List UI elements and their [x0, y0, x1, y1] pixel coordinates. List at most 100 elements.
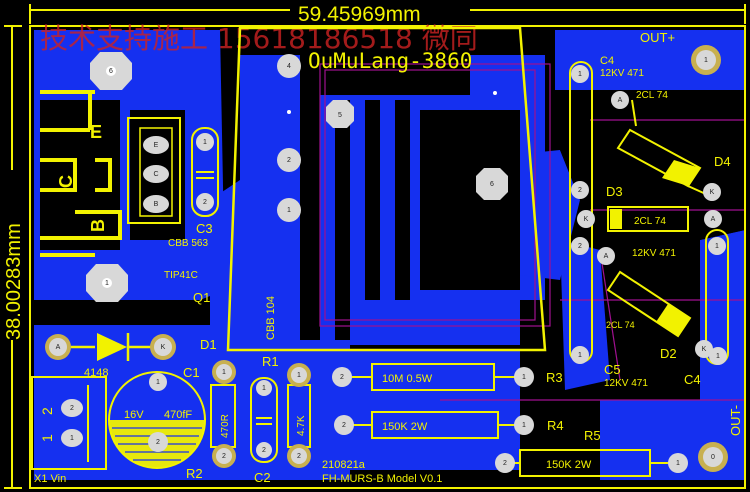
pad-r4-2: 2 — [334, 415, 354, 435]
pad-d1-a: A — [45, 334, 71, 360]
svg-text:K: K — [710, 189, 715, 196]
svg-text:1: 1 — [297, 372, 301, 379]
svg-text:2: 2 — [262, 447, 266, 454]
pad-r2-2: 2 — [212, 444, 236, 468]
svg-text:1: 1 — [105, 280, 109, 287]
d3-rating: 12KV 471 — [632, 248, 676, 259]
d2-label: D2 — [660, 346, 677, 361]
pad-d4-k: K — [703, 183, 721, 201]
svg-text:A: A — [711, 216, 716, 223]
c4-bottom-label: C4 — [684, 372, 701, 387]
d2-part: 2CL 74 — [606, 320, 635, 330]
svg-text:1: 1 — [522, 422, 526, 429]
svg-text:C: C — [153, 171, 158, 178]
pad-c1-1: 1 — [149, 373, 167, 391]
c4-top-rating: 12KV 471 — [600, 68, 644, 79]
r2-value: 470R — [220, 414, 231, 438]
footer-model: FH-MURS-B Model V0.1 — [322, 473, 442, 485]
svg-text:2: 2 — [287, 157, 291, 164]
pad-c5-1: 1 — [571, 346, 589, 364]
svg-text:1: 1 — [262, 385, 266, 392]
svg-text:1: 1 — [676, 460, 680, 467]
svg-text:1: 1 — [287, 207, 291, 214]
transistor-silk — [40, 90, 122, 257]
svg-text:K: K — [161, 344, 166, 351]
footer-date: 210821a — [322, 459, 366, 471]
svg-text:2: 2 — [203, 199, 207, 206]
c1-value: 470fF — [164, 409, 192, 421]
c2-label: C2 — [254, 470, 271, 485]
r1-value: 4.7K — [296, 415, 307, 436]
height-dimension: 38.00283mm — [3, 223, 25, 340]
brand-label: OuMuLang-3860 — [308, 49, 472, 73]
svg-text:2: 2 — [578, 187, 582, 194]
pads-layer: 6 1 6 5 4 2 1 E C B 1 2 A K 2 1 — [45, 45, 728, 473]
svg-text:B: B — [154, 201, 159, 208]
x1-pin1-label: 1 — [39, 434, 55, 442]
pad-6-right: 6 — [476, 168, 508, 200]
r4-label: R4 — [547, 418, 564, 433]
x1-outline — [31, 376, 107, 470]
d4-part: 2CL 74 — [636, 90, 668, 101]
x1-label: X1 Vin — [34, 473, 66, 485]
c3-outline — [191, 127, 219, 217]
x1-pin2-label: 2 — [39, 407, 55, 415]
pad-1-mid: 1 — [277, 198, 301, 222]
pad-r2-1: 1 — [212, 360, 236, 384]
pad-d3-2: 2 — [571, 181, 589, 199]
out-minus-label: OUT- — [728, 405, 743, 436]
svg-text:5: 5 — [338, 112, 342, 119]
svg-text:E: E — [154, 142, 159, 149]
pad-c4-a: A — [611, 91, 629, 109]
d4-label: D4 — [714, 154, 731, 169]
pad-out-minus: 0 — [698, 442, 728, 472]
svg-text:2: 2 — [340, 374, 344, 381]
pad-e: E — [143, 136, 169, 154]
svg-text:2: 2 — [156, 439, 160, 446]
pad-c2-1: 1 — [256, 380, 272, 396]
svg-text:6: 6 — [490, 181, 494, 188]
r2-label: R2 — [186, 466, 203, 481]
pad-d3-2b: 2 — [571, 237, 589, 255]
dimension-labels: 59.45969mm 38.00283mm — [1, 2, 470, 340]
pad-d3-a: A — [597, 247, 615, 265]
svg-text:2: 2 — [342, 422, 346, 429]
svg-text:K: K — [702, 346, 707, 353]
pad-6-top: 6 — [90, 52, 132, 90]
pad-c4-1: 1 — [571, 65, 589, 83]
c3-part: CBB 563 — [168, 238, 208, 249]
pad-d4-a: A — [704, 210, 722, 228]
svg-text:A: A — [604, 253, 609, 260]
q1-body-outline — [127, 117, 181, 224]
svg-text:2: 2 — [222, 453, 226, 460]
svg-text:2: 2 — [70, 405, 74, 412]
c1-label: C1 — [183, 365, 200, 380]
pad-c3-1: 1 — [196, 133, 214, 151]
pad-d1-k: K — [150, 334, 176, 360]
q1-part: TIP41C — [164, 270, 198, 281]
svg-text:1: 1 — [578, 352, 582, 359]
svg-text:6: 6 — [109, 68, 113, 75]
r1-label: R1 — [262, 354, 279, 369]
pad-d3-k: K — [577, 210, 595, 228]
pad-c1-2: 2 — [148, 432, 168, 452]
svg-text:2: 2 — [297, 453, 301, 460]
r3-value: 10M 0.5W — [382, 373, 433, 385]
svg-text:2: 2 — [578, 243, 582, 250]
pad-c3-2: 2 — [196, 193, 214, 211]
svg-text:1: 1 — [522, 374, 526, 381]
pad-out-plus: 1 — [691, 45, 721, 75]
svg-text:A: A — [618, 97, 623, 104]
c2-silk — [250, 377, 278, 463]
pad-4: 4 — [277, 54, 301, 78]
width-dimension: 59.45969mm — [298, 3, 421, 26]
pad-b: B — [143, 195, 169, 213]
pad-r1-1: 1 — [287, 363, 311, 387]
svg-text:4: 4 — [287, 63, 291, 70]
pad-c: C — [143, 165, 169, 183]
q1-label: Q1 — [193, 290, 210, 305]
pad-r4-1: 1 — [514, 415, 534, 435]
c4-top-label: C4 — [600, 55, 614, 67]
pad-x1-2: 2 — [61, 399, 83, 417]
cbb104-label: CBB 104 — [265, 296, 277, 340]
